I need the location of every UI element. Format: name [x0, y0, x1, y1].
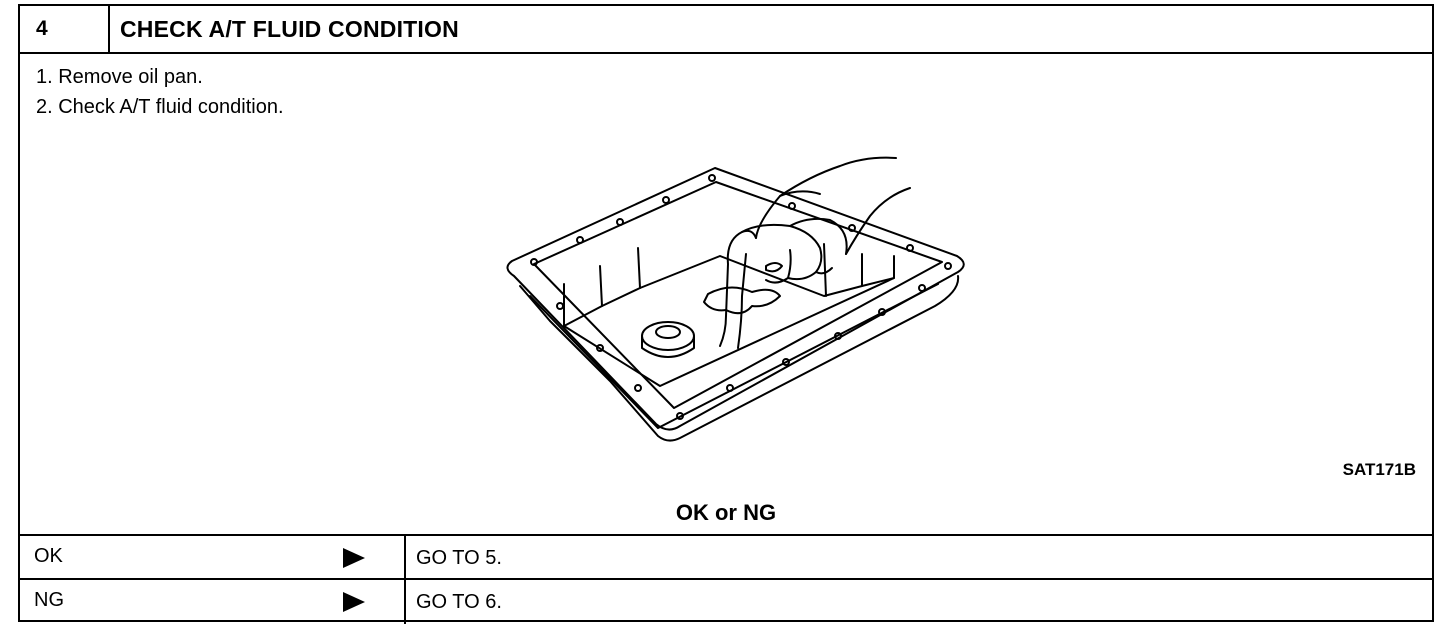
result-row-ok: OK GO TO 5. — [20, 536, 1432, 580]
ok-or-ng-question: OK or NG — [675, 500, 777, 525]
result-row-ng: NG GO TO 6. — [20, 580, 1432, 624]
step-header: 4 CHECK A/T FLUID CONDITION — [20, 6, 1432, 54]
oil-pan-hand-illustration — [506, 156, 965, 442]
result-action: GO TO 5. — [416, 547, 502, 569]
inspection-step-table: 4 CHECK A/T FLUID CONDITION 1. Remove oi… — [18, 4, 1434, 624]
arrow-right-icon — [343, 548, 365, 568]
instruction-item: 1. Remove oil pan. — [36, 66, 203, 88]
step-title: CHECK A/T FLUID CONDITION — [120, 16, 459, 42]
column-divider — [404, 580, 406, 624]
step-body: 1. Remove oil pan. 2. Check A/T fluid co… — [20, 54, 1432, 536]
result-label: NG — [34, 589, 64, 611]
figure-code: SAT171B — [1342, 460, 1416, 479]
instruction-item: 2. Check A/T fluid condition. — [36, 96, 284, 118]
step-number: 4 — [20, 6, 110, 52]
arrow-right-icon — [343, 592, 365, 612]
instruction-list: 1. Remove oil pan. 2. Check A/T fluid co… — [36, 62, 284, 122]
result-label: OK — [34, 545, 63, 567]
result-action: GO TO 6. — [416, 591, 502, 613]
column-divider — [404, 536, 406, 578]
